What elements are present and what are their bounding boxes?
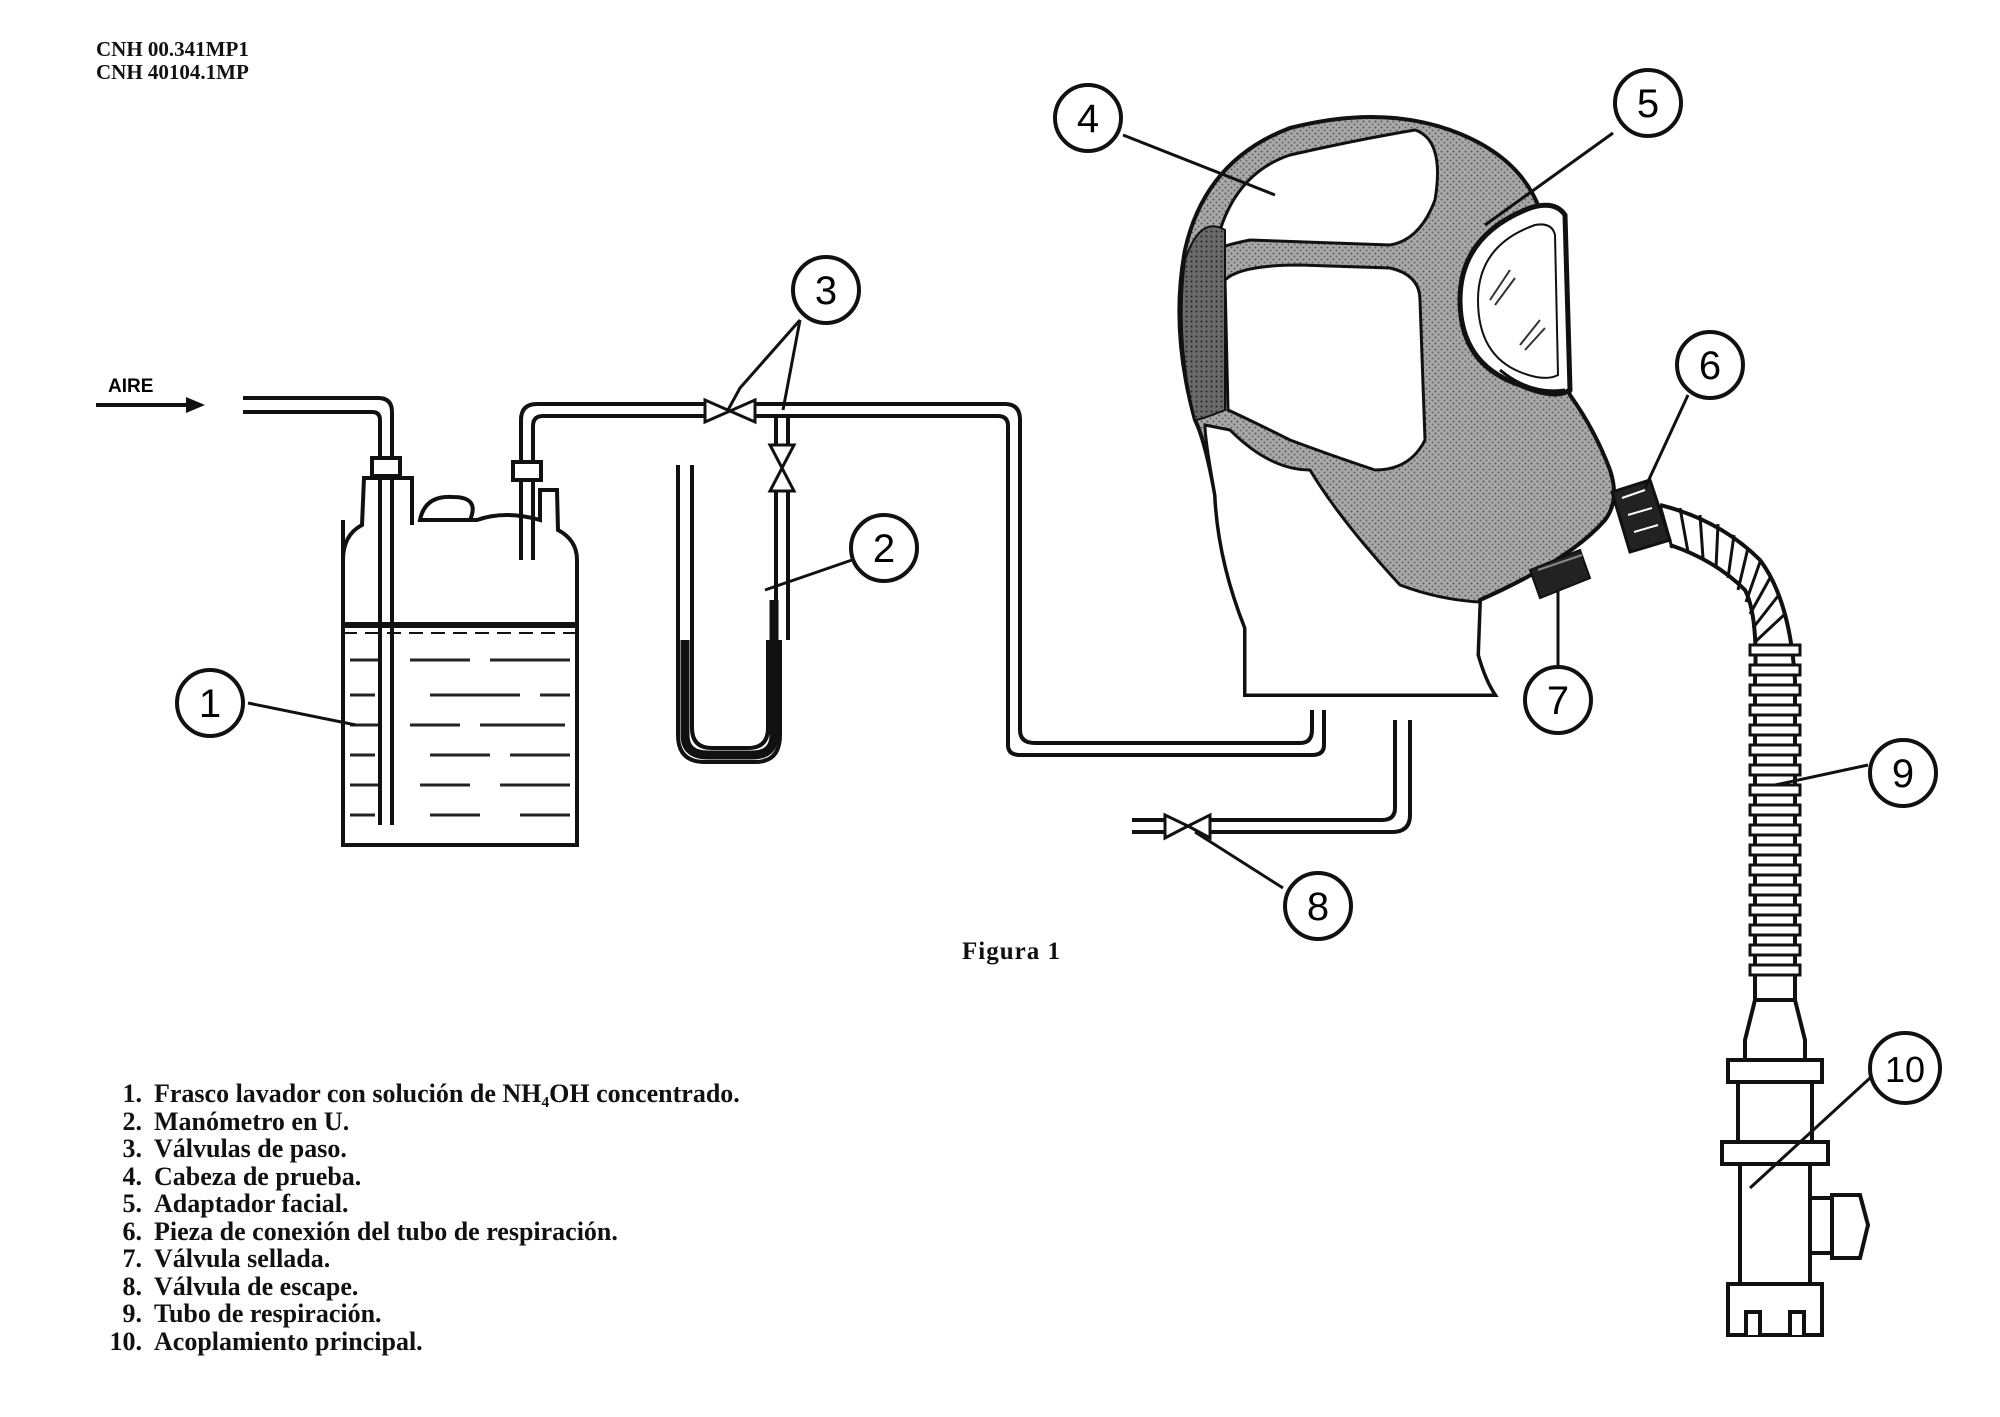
- main-valve: [703, 397, 757, 425]
- callout-9-number: 9: [1892, 752, 1914, 796]
- legend-number: 7.: [122, 1244, 143, 1273]
- callout-7-number: 7: [1547, 679, 1569, 723]
- legend-number: 8.: [122, 1271, 143, 1301]
- legend-text: Adaptador facial.: [154, 1189, 349, 1218]
- legend-item: 8. Válvula de escape.: [92, 1271, 740, 1301]
- callout-8-number: 8: [1307, 885, 1329, 929]
- callout-6-number: 6: [1699, 344, 1721, 388]
- u-manometer: [676, 465, 782, 764]
- callout-10-number: 10: [1885, 1049, 1925, 1090]
- face-adaptor-visor: [1457, 202, 1573, 397]
- legend-number: 4.: [122, 1161, 143, 1191]
- legend-item: 5. Adaptador facial.: [92, 1190, 740, 1218]
- legend-item: 10. Acoplamiento principal.: [92, 1326, 740, 1356]
- legend-item: 3. Válvulas de paso.: [92, 1135, 740, 1163]
- manometer-branch: [767, 416, 797, 640]
- callout-7: 7: [1523, 665, 1593, 735]
- legend-number: 2.: [122, 1106, 143, 1136]
- callout-4: 4: [1053, 83, 1123, 153]
- callout-8: 8: [1283, 871, 1353, 941]
- leader-5: [1484, 131, 1614, 227]
- inlet-tube: [243, 396, 402, 825]
- callout-9: 9: [1868, 738, 1938, 808]
- callout-5: 5: [1613, 68, 1683, 138]
- callout-3-number: 3: [815, 269, 837, 313]
- legend-text: Manómetro en U.: [154, 1106, 350, 1136]
- outlet-tube: [511, 402, 705, 560]
- legend-item: 9. Tubo de respiración.: [92, 1300, 740, 1328]
- leader-4: [1122, 133, 1276, 197]
- supply-line: [755, 402, 1326, 757]
- leader-lines: [247, 131, 1872, 1190]
- tube-corrugations: [1658, 504, 1802, 977]
- legend-text: Válvulas de paso.: [154, 1134, 347, 1163]
- callout-3: 3: [791, 255, 861, 325]
- leader-8: [1194, 830, 1284, 890]
- callout-4-number: 4: [1077, 97, 1099, 141]
- legend-text: Acoplamiento principal.: [154, 1326, 423, 1356]
- exhaust-line: [1132, 720, 1412, 841]
- legend-text: Tubo de respiración.: [154, 1299, 382, 1328]
- sealed-valve: [1528, 548, 1592, 600]
- bottle-liquid: [350, 658, 570, 817]
- legend-text: Válvula de escape.: [154, 1271, 359, 1301]
- legend: 1. Frasco lavador con solución de NH₄OH c…: [92, 1080, 740, 1355]
- document-code-2: CNH 40104.1MP: [96, 60, 249, 84]
- legend-number: 10.: [109, 1326, 143, 1356]
- callout-1: 1: [175, 668, 245, 738]
- legend-item: 1. Frasco lavador con solución de NH₄OH c…: [92, 1080, 740, 1108]
- connection-piece: [1610, 478, 1672, 554]
- legend-item: 4. Cabeza de prueba.: [92, 1161, 740, 1191]
- document-codes: CNH 00.341MP1 CNH 40104.1MP: [96, 38, 249, 84]
- legend-text: Cabeza de prueba.: [154, 1161, 362, 1191]
- callout-5-number: 5: [1637, 82, 1659, 126]
- document-code-1: CNH 00.341MP1: [96, 37, 249, 61]
- legend-number: 3.: [122, 1134, 143, 1163]
- legend-number: 1.: [122, 1079, 143, 1108]
- leader-3: [726, 319, 802, 411]
- legend-number: 6.: [122, 1216, 143, 1246]
- test-head: [1177, 114, 1616, 697]
- callout-2-number: 2: [873, 527, 895, 571]
- legend-item: 2. Manómetro en U.: [92, 1106, 740, 1136]
- leader-6: [1643, 394, 1690, 489]
- air-arrow-head: [186, 397, 205, 413]
- leader-1: [247, 701, 357, 727]
- legend-item: 6. Pieza de conexión del tubo de respirac…: [92, 1216, 740, 1246]
- legend-number: 9.: [122, 1299, 143, 1328]
- callout-1-number: 1: [199, 682, 221, 726]
- callout-2: 2: [849, 513, 919, 583]
- figure-caption: Figura 1: [962, 938, 1061, 965]
- callout-10: 10: [1868, 1031, 1942, 1105]
- legend-text: Válvula sellada.: [154, 1244, 331, 1273]
- leader-9: [1774, 763, 1869, 787]
- legend-text: Pieza de conexión del tubo de respiració…: [154, 1216, 618, 1246]
- air-inlet: AIRE: [96, 376, 205, 413]
- legend-text: Frasco lavador con solución de NH₄OH con…: [154, 1079, 740, 1108]
- air-inlet-label: AIRE: [108, 376, 153, 397]
- legend-number: 5.: [122, 1189, 143, 1218]
- leader-10: [1748, 1076, 1872, 1190]
- leader-2: [764, 558, 853, 592]
- legend-item: 7. Válvula sellada.: [92, 1245, 740, 1273]
- main-coupling: [1720, 998, 1871, 1337]
- callout-6: 6: [1675, 330, 1745, 400]
